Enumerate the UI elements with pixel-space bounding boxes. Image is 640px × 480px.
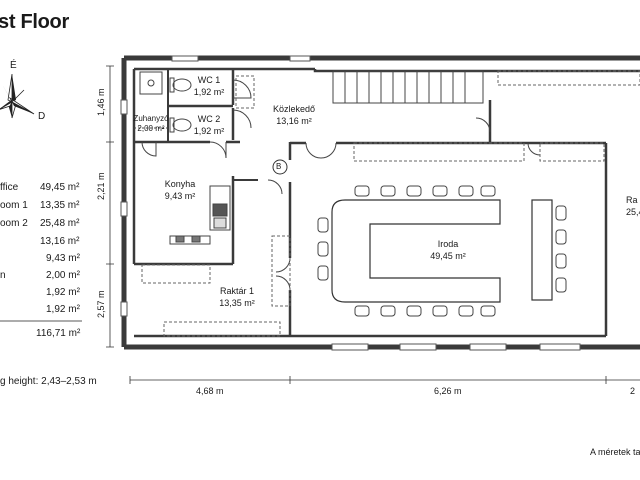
vertical-dimension [106, 65, 114, 348]
legend-label: n [0, 270, 6, 281]
legend-value: 49,45 m² [40, 182, 80, 193]
legend-total: 116,71 m² [36, 328, 81, 339]
legend-value: 13,16 m² [40, 236, 80, 247]
room-office-label: Iroda 49,45 m² [430, 239, 466, 261]
dimension-label: 1,46 m [96, 88, 106, 116]
conference-table [331, 199, 553, 303]
page-title: st Floor [0, 11, 69, 33]
legend-value: 1,92 m² [46, 287, 80, 298]
footnote: A méretek ta [590, 447, 640, 457]
room-wc1-label: WC 1 1,92 m² [193, 75, 225, 97]
horizontal-dimension [129, 376, 640, 384]
room-storage1-label: Raktár 1 13,35 m² [219, 286, 255, 308]
legend-value: 9,43 m² [46, 253, 80, 264]
dimension-label: 6,26 m [434, 386, 462, 396]
room-wc2-label: WC 2 1,92 m² [193, 114, 225, 136]
dimension-label: 4,68 m [196, 386, 224, 396]
marker-circle [272, 159, 288, 175]
ceiling-height: g height: 2,43–2,53 m [0, 376, 97, 387]
chairs [317, 185, 567, 317]
legend-label: ffice [0, 182, 19, 193]
legend-value: 2,00 m² [46, 270, 80, 281]
room-storage2-label: Ra 25,4 [626, 195, 640, 217]
legend-value: 13,35 m² [40, 200, 80, 211]
compass-east-label: D [38, 111, 46, 122]
room-shower-label: Zuhanyzó 2,00 m² [133, 114, 169, 133]
room-kitchen-label: Konyha 9,43 m² [164, 179, 196, 201]
legend-label: oom 2 [0, 218, 28, 229]
staircase [332, 70, 484, 104]
legend-label: oom 1 [0, 200, 28, 211]
legend-value: 1,92 m² [46, 304, 80, 315]
legend-value: 25,48 m² [40, 218, 80, 229]
compass-north-label: É [10, 60, 17, 71]
dimension-label: 2 [630, 386, 636, 396]
dimension-label: 2,21 m [96, 172, 106, 200]
marker-label: B [276, 162, 282, 171]
dimension-label: 2,57 m [96, 290, 106, 318]
room-corridor-label: Közlekedő 13,16 m² [272, 104, 316, 126]
compass-icon [0, 73, 35, 119]
